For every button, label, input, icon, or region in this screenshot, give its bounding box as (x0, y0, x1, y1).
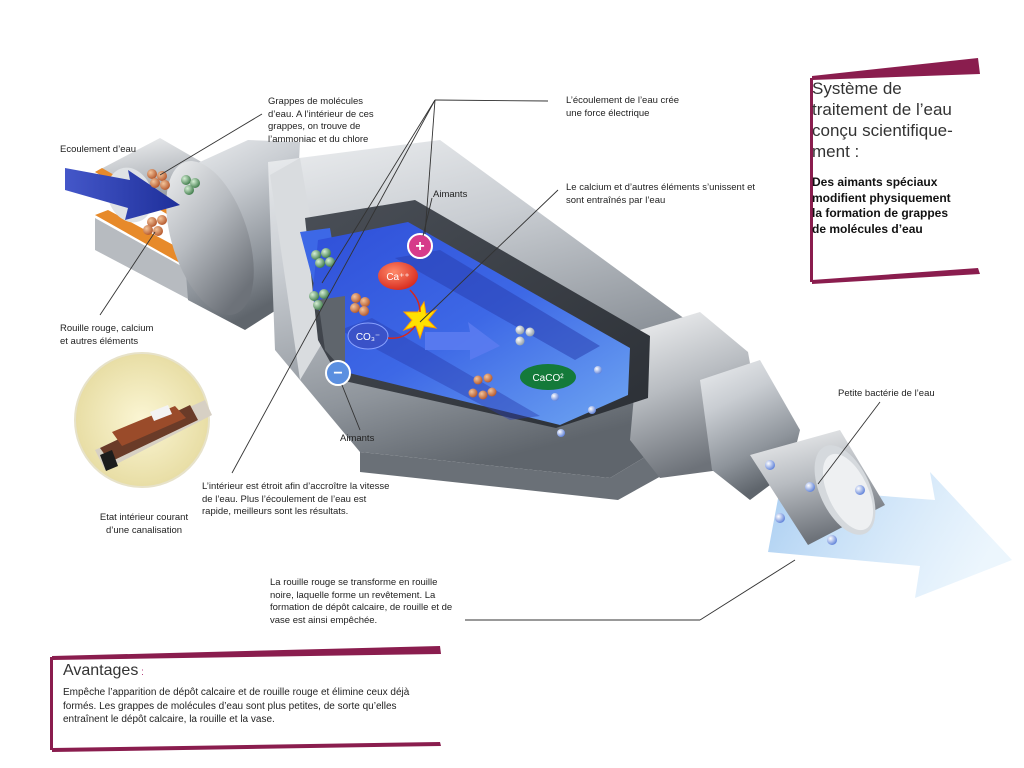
cluster-brown-inlet-1 (147, 169, 170, 190)
cluster-brown-inner-2 (468, 373, 497, 400)
cluster-grey-inner (515, 325, 535, 346)
advantages-text: Empêche l’apparition de dépôt calcaire e… (63, 687, 410, 725)
label-clusters: Grappes de molécules d’eau. A l’intérieu… (268, 96, 374, 145)
cluster-green-inlet (181, 175, 200, 195)
advantages-heading: Avantages : (63, 662, 144, 680)
svg-text:+: + (415, 238, 424, 255)
bacteria-dot (557, 429, 565, 437)
cluster-green-inner-1 (311, 248, 335, 268)
label-electric-force: L’écoulement de l’eau crée une force éle… (566, 95, 680, 119)
inflow-arrow (65, 168, 180, 220)
calcium-ion-text: Ca⁺⁺ (386, 272, 409, 283)
label-narrow: L’intérieur est étroit afin d’accroître … (202, 481, 390, 517)
minus-pole: − (325, 360, 351, 386)
calcium-carbonate-bubble (520, 364, 576, 390)
label-calcium: Le calcium et d’autres éléments s’unisse… (566, 182, 756, 206)
bacteria-dot (827, 535, 837, 545)
spark-icon (402, 300, 438, 340)
bacteria-dot (805, 482, 815, 492)
cluster-brown-inner (350, 293, 370, 316)
title-top-bar (812, 58, 980, 80)
carbonate-ion-bubble (347, 322, 389, 350)
cluster-green-inner-2 (309, 289, 329, 310)
outlet-pipe (750, 430, 885, 545)
cluster-brown-inlet-2 (143, 215, 167, 236)
bacteria-dot (588, 406, 596, 414)
advantages-colon: : (138, 667, 144, 678)
pipe-photo-inset (74, 352, 212, 488)
advantages-title: Avantages (63, 662, 139, 679)
leader-lines (99, 99, 881, 621)
svg-text:−: − (333, 365, 342, 382)
label-rust: Rouille rouge, calcium et autres élément… (60, 323, 154, 347)
advantages-left-rule (50, 657, 53, 750)
plus-pole: + (407, 233, 433, 259)
label-black-rust: La rouille rouge se transforme en rouill… (270, 577, 453, 626)
bacteria-dot (775, 513, 785, 523)
calcium-ion-bubble (378, 262, 418, 290)
reaction-arrow (425, 322, 500, 360)
bacteria-dot (594, 366, 602, 374)
label-magnets-top: Aimants (433, 189, 468, 200)
advantages-top-bar (52, 646, 441, 660)
label-pipe-state: Etat intérieur courant d’une canalisatio… (99, 512, 189, 536)
carbonate-ion-text: CO₃⁻ (356, 332, 380, 343)
reaction: Ca⁺⁺ CO₃⁻ CaCO² (347, 262, 576, 390)
calcium-carbonate-text: CaCO² (532, 373, 564, 384)
molecule-clusters (143, 169, 865, 545)
label-bacteria: Petite bactérie de l’eau (838, 388, 935, 399)
title-bottom-bar (812, 268, 980, 284)
title-block: Système de traitement de l’eau conçu sci… (812, 78, 1012, 237)
bacteria-dot (551, 393, 559, 401)
label-water-flow: Ecoulement d’eau (60, 144, 137, 155)
label-magnets-bottom: Aimants (340, 433, 375, 444)
page-title: Système de traitement de l’eau conçu sci… (812, 79, 953, 161)
advantages-bottom-bar (52, 742, 441, 752)
page-subtitle: Des aimants spéciaux modifient physiquem… (812, 175, 951, 236)
bacteria-dot (765, 460, 775, 470)
title-left-rule (810, 78, 813, 282)
bacteria-dot (855, 485, 865, 495)
